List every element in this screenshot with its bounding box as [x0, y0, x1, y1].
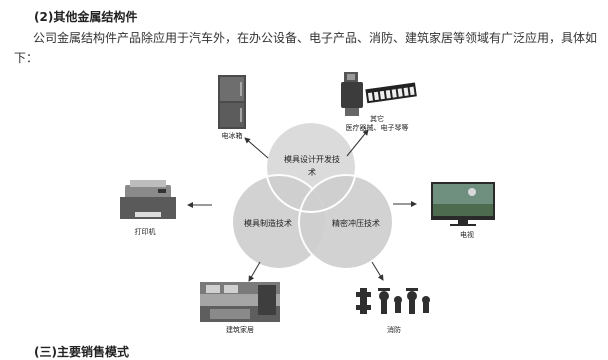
arrow-refrigerator: [244, 137, 269, 159]
venn-label-design-1: 模具设计开发技: [284, 154, 340, 164]
arrow-fire: [371, 261, 384, 281]
television-image: [431, 182, 495, 226]
section-paragraph: 公司金属结构件产品除应用于汽车外，在办公设备、电子产品、消防、建筑家居等领域有广…: [14, 31, 598, 65]
venn-diagram: [231, 121, 394, 270]
arrow-home: [248, 261, 261, 282]
venn-circle-stamping: [298, 174, 394, 270]
label-fire: 消防: [387, 325, 401, 334]
venn-label-manufacturing: 模具制造技术: [244, 218, 292, 228]
printer-image: [120, 180, 176, 219]
label-printer: 打印机: [135, 227, 156, 236]
medical-keyboard-image: [341, 72, 417, 116]
arrows: [187, 129, 417, 282]
label-other-2: 医疗器械、电子琴等: [346, 123, 409, 132]
kitchen-image: [200, 282, 280, 322]
label-other-1: 其它: [370, 114, 384, 123]
arrow-other: [346, 129, 369, 157]
refrigerator-image: [218, 75, 246, 129]
fire-fittings-image: [356, 288, 430, 314]
venn-label-design-2: 术: [308, 167, 316, 177]
label-refrigerator: 电冰箱: [222, 131, 243, 140]
next-section-heading: (三)主要销售模式: [34, 345, 129, 359]
venn-label-stamping: 精密冲压技术: [332, 218, 380, 228]
section-heading: (2)其他金属结构件: [34, 10, 138, 24]
label-home: 建筑家居: [226, 325, 254, 334]
label-television: 电视: [460, 230, 474, 239]
